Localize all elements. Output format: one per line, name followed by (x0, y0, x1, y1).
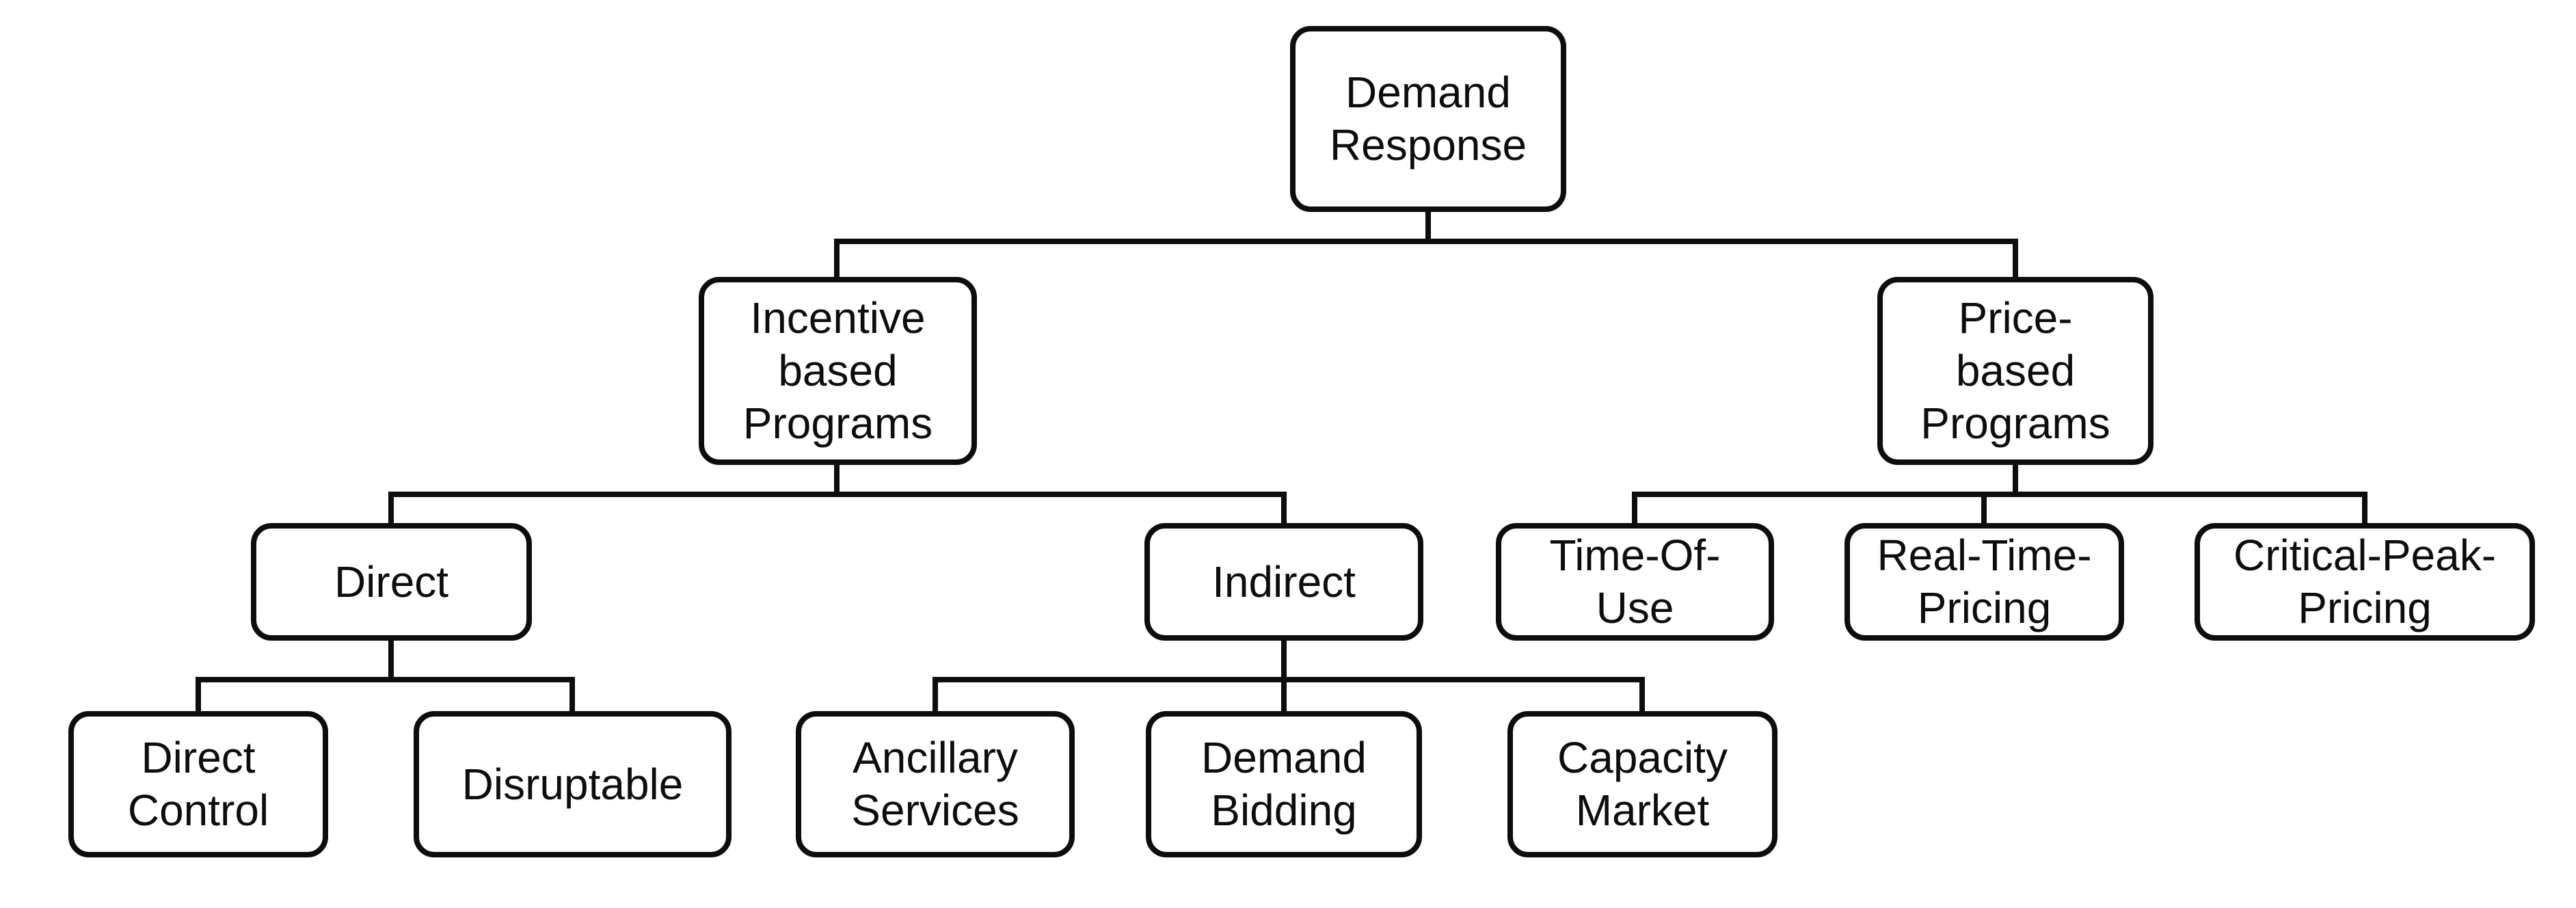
node-time-of-use: Time-Of- Use (1496, 523, 1774, 641)
node-price-based-programs: Price- based Programs (1877, 277, 2154, 465)
connector-price-drop (2013, 239, 2018, 280)
node-critical-peak-pricing: Critical-Peak- Pricing (2195, 523, 2535, 641)
connector-demand-response-stem (1425, 209, 1431, 244)
connector-critical-peak-pricing-drop (2362, 492, 2367, 526)
node-incentive-based-programs: Incentive based Programs (699, 277, 977, 465)
connector-disruptable-drop (569, 677, 575, 714)
connector-indirect-stem (1281, 637, 1287, 714)
node-label: Direct (334, 557, 449, 606)
node-direct-control: Direct Control (68, 711, 328, 857)
node-demand-response: Demand Response (1290, 26, 1566, 212)
node-label: Price- based Programs (1920, 293, 2110, 448)
connector-capacity-market-drop (1639, 677, 1645, 714)
node-label: Demand Response (1329, 68, 1527, 170)
connector-real-time-pricing-drop (1981, 492, 1987, 526)
node-label: Critical-Peak- Pricing (2233, 531, 2497, 632)
connector-incentive-rail (388, 492, 1287, 497)
connector-direct-control-drop (196, 677, 201, 714)
node-indirect: Indirect (1144, 523, 1423, 641)
node-label: Capacity Market (1557, 733, 1728, 835)
connector-time-of-use-drop (1632, 492, 1637, 526)
connector-price-rail (1632, 492, 2367, 497)
node-direct: Direct (251, 523, 532, 641)
node-label: Incentive based Programs (742, 293, 933, 448)
node-label: Demand Bidding (1201, 733, 1367, 835)
connector-indirect-rail (933, 677, 1645, 682)
node-real-time-pricing: Real-Time- Pricing (1844, 523, 2124, 641)
connector-ancillary-services-drop (933, 677, 938, 714)
node-label: Ancillary Services (851, 733, 1019, 835)
connector-direct-rail (196, 677, 575, 682)
node-label: Real-Time- Pricing (1877, 531, 2092, 632)
node-demand-bidding: Demand Bidding (1146, 711, 1422, 857)
connector-direct-stem (388, 637, 394, 682)
node-label: Indirect (1212, 557, 1356, 606)
connector-price-stem (2013, 462, 2018, 497)
node-label: Direct Control (127, 733, 269, 835)
connector-direct-drop (388, 492, 394, 526)
connector-incentive-drop (834, 239, 840, 280)
node-label: Time-Of- Use (1549, 531, 1721, 632)
connector-incentive-stem (834, 462, 840, 497)
node-capacity-market: Capacity Market (1507, 711, 1777, 857)
connector-indirect-drop (1281, 492, 1287, 526)
node-label: Disruptable (461, 759, 684, 809)
node-ancillary-services: Ancillary Services (796, 711, 1075, 857)
connector-level1-rail (834, 239, 2018, 244)
node-disruptable: Disruptable (414, 711, 732, 857)
